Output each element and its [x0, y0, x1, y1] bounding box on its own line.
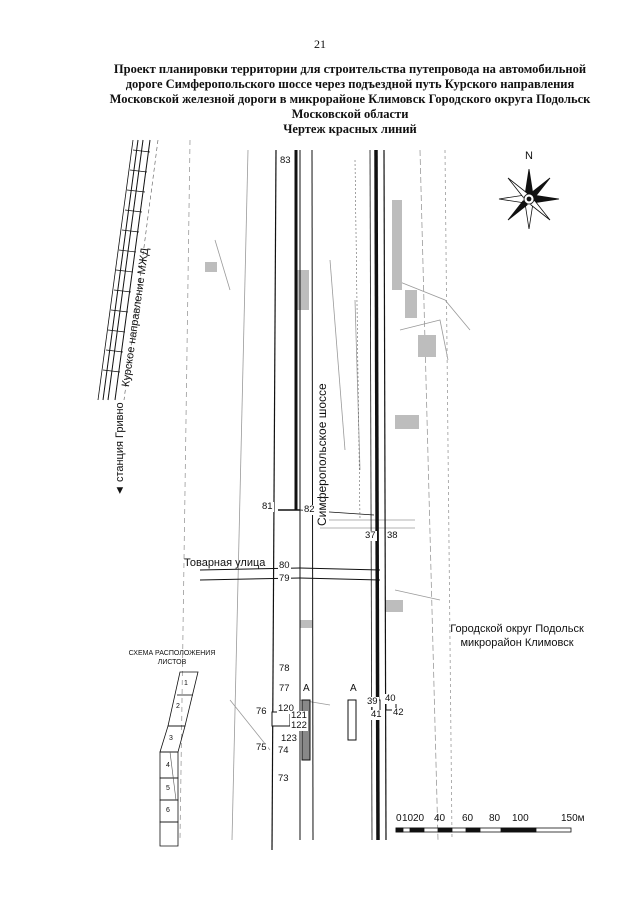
section-mark-a-left: А: [303, 683, 310, 694]
node-37: 37: [364, 530, 377, 541]
terrain-marks: [205, 200, 436, 628]
scale-bar: [395, 827, 572, 833]
scale-0: 0: [396, 813, 402, 824]
sheet-number-2: 2: [176, 703, 180, 710]
node-75: 75: [255, 742, 268, 753]
legend-title-line-2: ЛИСТОВ: [157, 659, 187, 666]
sheet-number-4: 4: [166, 762, 170, 769]
node-79: 79: [278, 573, 291, 584]
node-39: 39: [366, 696, 379, 707]
scale-10: 10: [402, 813, 414, 824]
node-78: 78: [278, 663, 291, 674]
scale-20: 20: [413, 813, 425, 824]
legend-title: СХЕМА РАСПОЛОЖЕНИЯ ЛИСТОВ: [112, 649, 232, 667]
section-mark-a-right: А: [350, 683, 357, 694]
node-73: 73: [277, 773, 290, 784]
node-76: 76: [255, 706, 268, 717]
node-83: 83: [279, 155, 292, 166]
background-survey-lines: [179, 139, 471, 841]
district-line-1: Городской округ Подольск: [450, 623, 584, 635]
highway-corridor: [271, 149, 387, 851]
scale-80: 80: [489, 813, 501, 824]
sheet-number-5: 5: [166, 785, 170, 792]
node-122: 122: [290, 720, 308, 731]
node-123: 123: [280, 733, 298, 744]
railway-track: [97, 139, 159, 401]
tovarnaya-street-label: Товарная улица: [184, 557, 266, 569]
title-line-4: Московской области: [291, 107, 409, 121]
sheet-number-6: 6: [166, 807, 170, 814]
page-number: 21: [314, 37, 326, 51]
scale-60: 60: [462, 813, 474, 824]
node-77: 77: [278, 683, 291, 694]
sheet-layout-schema: [159, 671, 199, 847]
node-120: 120: [277, 703, 295, 714]
scale-100: 100: [512, 813, 529, 824]
district-label: Городской округ Подольск микрорайон Клим…: [432, 622, 602, 650]
title-line-2: дороге Симферопольского шоссе через подъ…: [125, 77, 575, 91]
title-line-5: Чертеж красных линий: [283, 122, 417, 136]
sheet-number-3: 3: [169, 735, 173, 742]
node-41: 41: [370, 709, 383, 720]
node-82: 82: [303, 504, 316, 515]
highway-label: Симферопольское шоссе: [315, 383, 329, 526]
node-121: 121: [290, 710, 308, 721]
node-81: 81: [261, 501, 274, 512]
district-line-2: микрорайон Климовск: [460, 637, 574, 649]
compass-rose-icon: [498, 168, 560, 230]
node-74: 74: [277, 745, 290, 756]
node-42: 42: [392, 707, 405, 718]
node-38: 38: [386, 530, 399, 541]
title-line-1: Проект планировки территории для строите…: [113, 62, 587, 76]
scale-150: 150м: [561, 813, 585, 824]
node-40: 40: [384, 693, 397, 704]
scale-40: 40: [434, 813, 446, 824]
sheet-number-1: 1: [184, 680, 188, 687]
legend-title-line-1: СХЕМА РАСПОЛОЖЕНИЯ: [128, 650, 216, 657]
title-line-3: Московской железной дороги в микрорайоне…: [109, 92, 591, 106]
station-label: ◄ станция Гривно: [114, 402, 126, 496]
node-80: 80: [278, 560, 291, 571]
drawing-title: Проект планировки территории для строите…: [90, 62, 610, 137]
compass-letter: N: [525, 150, 533, 162]
